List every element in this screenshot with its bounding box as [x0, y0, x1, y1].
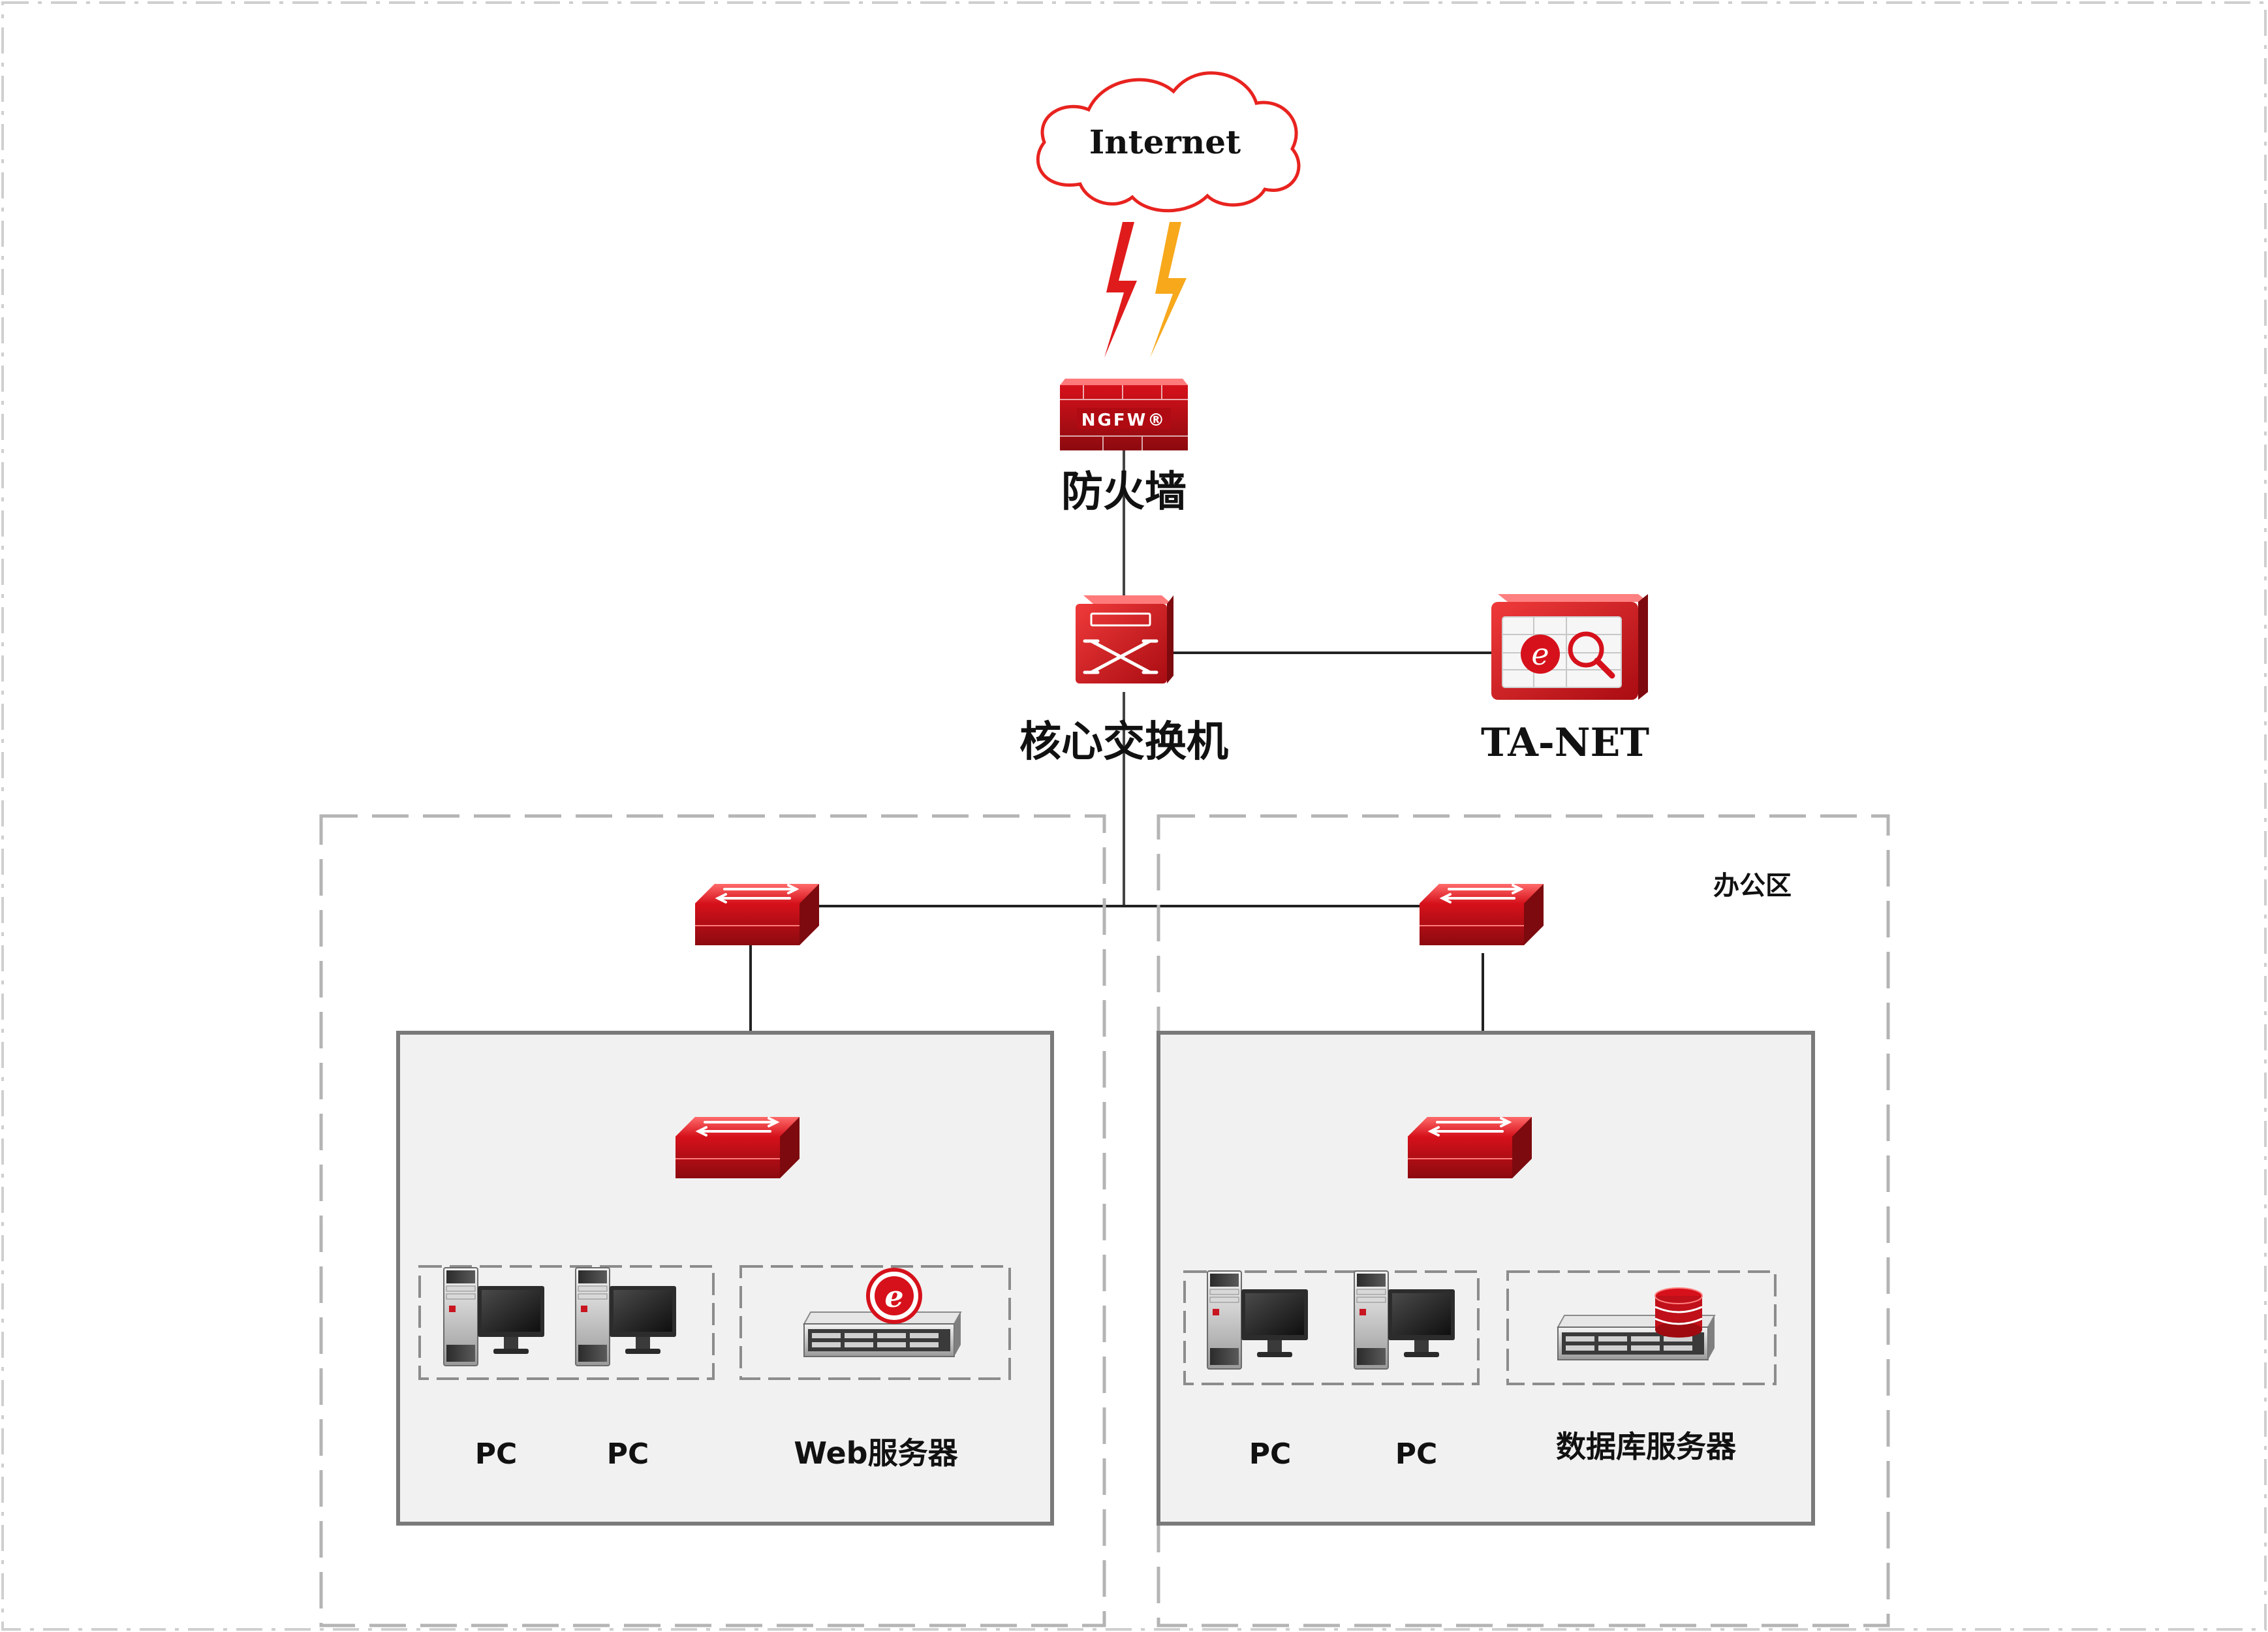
core-switch-label: 核心交换机 [1019, 718, 1228, 766]
group-box-right [1157, 1031, 1815, 1526]
firewall: NGFW® 防火墙 [1060, 379, 1188, 516]
db-server-label: 数据库服务器 [1556, 1429, 1737, 1464]
ta-net-appliance-icon: e [1491, 594, 1648, 700]
left-server-group [739, 1265, 1011, 1380]
right-pc1-label: PC [1249, 1437, 1292, 1471]
lightning-bolt-icon [1104, 222, 1187, 358]
right-pc2-label: PC [1395, 1437, 1438, 1471]
left-pc2-label: PC [607, 1437, 649, 1471]
zone-office-label: 办公区 [1713, 871, 1792, 901]
web-server-icon: e [803, 1268, 961, 1357]
firewall-icon [1060, 379, 1188, 450]
firewall-label: 防火墙 [1061, 468, 1187, 516]
right-server-group [1506, 1270, 1777, 1385]
switch-icon [674, 1116, 801, 1180]
group-box-left [396, 1031, 1054, 1526]
left-pc1-label: PC [475, 1437, 518, 1471]
cloud-icon [1036, 71, 1301, 213]
web-server-label: Web服务器 [794, 1436, 958, 1471]
switch-icon [1418, 883, 1545, 947]
svg-text:e: e [1531, 636, 1549, 672]
ta-net-label: TA-NET [1481, 720, 1649, 766]
database-server-icon [1557, 1287, 1716, 1361]
svg-text:e: e [884, 1279, 903, 1314]
core-switch: 核心交换机 [1019, 595, 1228, 766]
firewall-badge: NGFW® [1081, 411, 1167, 430]
right-pc-group [1183, 1270, 1480, 1385]
core-switch-icon [1076, 595, 1173, 683]
switch-icon [1406, 1116, 1533, 1180]
internet-label: Internet [1089, 123, 1241, 161]
internet-cloud: Internet [1036, 71, 1301, 213]
switch-icon [694, 883, 820, 947]
left-pc-group [418, 1265, 715, 1380]
ta-net-device: e TA-NET [1481, 594, 1649, 766]
zone-left [319, 814, 1106, 1627]
